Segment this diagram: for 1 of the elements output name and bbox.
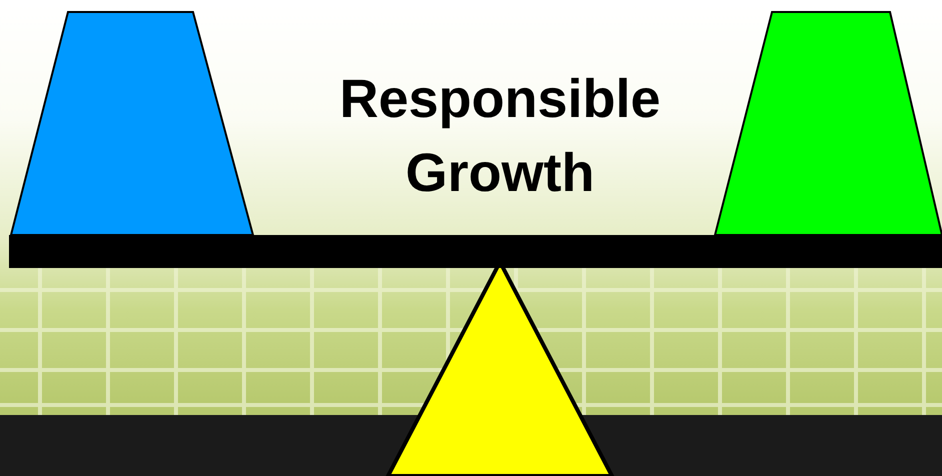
title: Responsible Growth (338, 68, 662, 205)
